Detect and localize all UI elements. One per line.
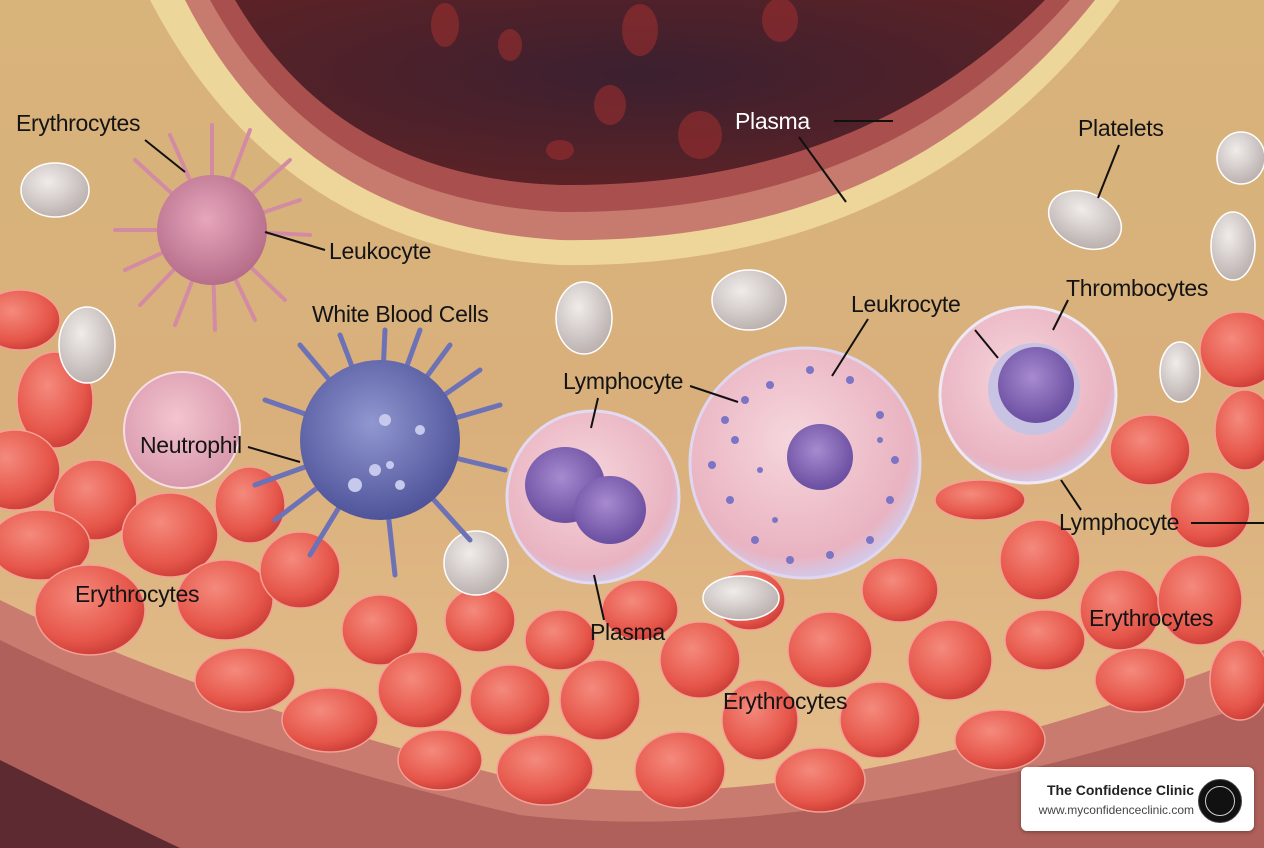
label-erythrocytes-right: Erythrocytes (1089, 605, 1214, 631)
label-neutrophil: Neutrophil (140, 432, 242, 458)
label-white-blood-cells: White Blood Cells (312, 301, 489, 327)
erythrocytes-cluster (0, 289, 1264, 813)
label-leukrocyte: Leukrocyte (851, 291, 961, 317)
lymphocyte-cell-center (505, 409, 681, 585)
platelets (20, 131, 1264, 621)
label-lymphocyte-right: Lymphocyte (1059, 509, 1180, 535)
thrombocyte-cell (938, 305, 1118, 485)
white-blood-cell (252, 327, 508, 578)
clinic-logo-icon (1198, 779, 1242, 823)
label-plasma-bottom: Plasma (590, 619, 665, 645)
label-platelets: Platelets (1078, 115, 1164, 141)
leukocyte-cell (113, 123, 312, 332)
clinic-url: www.myconfidenceclinic.com (1038, 803, 1194, 817)
leukrocyte-cell (688, 346, 922, 580)
label-lymphocyte-center: Lymphocyte (563, 368, 684, 394)
label-plasma-top: Plasma (735, 108, 810, 134)
neutrophil-cell (123, 371, 241, 489)
label-thrombocytes: Thrombocytes (1066, 275, 1209, 301)
label-erythrocytes-bottom: Erythrocytes (723, 688, 848, 714)
vessel-lumen (235, 0, 1045, 186)
clinic-badge: The Confidence Clinic www.myconfidencecl… (1021, 767, 1254, 831)
label-erythrocytes-left: Erythrocytes (75, 581, 200, 607)
label-leukocyte: Leukocyte (329, 238, 432, 264)
label-erythrocytes-top-left: Erythrocytes (16, 110, 141, 136)
clinic-name: The Confidence Clinic (1046, 782, 1194, 798)
leader-lines (144, 120, 1264, 621)
